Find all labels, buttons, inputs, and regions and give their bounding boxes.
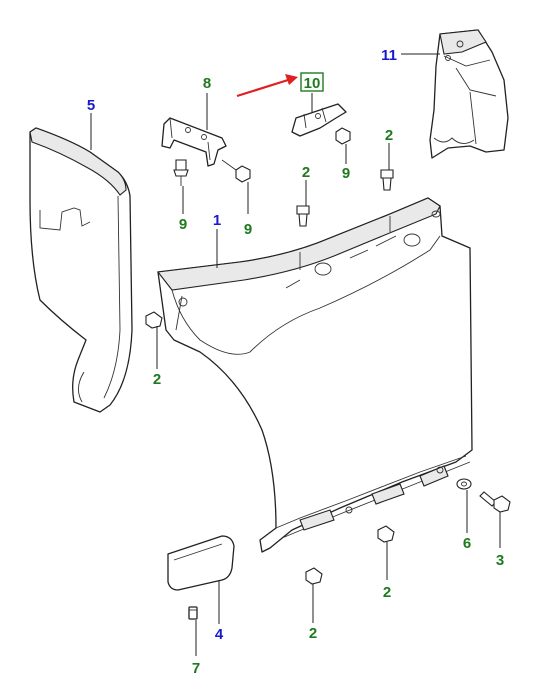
callout-2-lower-right[interactable]: 2 [383,584,391,601]
callout-8[interactable]: 8 [203,75,211,92]
fastener-bolt-2-bottom [305,567,323,585]
part-10-bracket [291,103,347,137]
callout-9-right[interactable]: 9 [342,165,350,182]
callout-2-top[interactable]: 2 [302,164,310,181]
fastener-bolt-2-left [145,311,163,329]
callout-10[interactable]: 10 [304,75,321,92]
fastener-stud-2-top-right [380,169,394,191]
callout-10-highlight-box [300,72,324,92]
part-5-panel [29,127,133,413]
callout-7[interactable]: 7 [192,660,200,677]
callout-11[interactable]: 11 [381,47,397,64]
fastener-bolt-9-right [335,127,351,145]
part-4-flap [167,535,235,591]
callout-5[interactable]: 5 [87,97,95,114]
leader-lines [90,53,501,656]
part-8-bracket [161,117,227,167]
callout-9-left[interactable]: 9 [179,216,187,233]
callout-9-mid[interactable]: 9 [244,221,252,238]
callout-1[interactable]: 1 [213,212,221,229]
part-7-clip [188,606,198,620]
fastener-stud-9-left [173,159,189,186]
part-11-reinforcement [429,29,509,159]
callout-2-top-right[interactable]: 2 [385,127,393,144]
callout-2-bottom[interactable]: 2 [309,625,317,642]
callout-4[interactable]: 4 [215,626,224,643]
fastener-stud-2-top [296,205,310,227]
fastener-bolt-2-lower-right [377,525,395,543]
callout-6[interactable]: 6 [463,535,471,552]
fastener-bolt-9-mid [221,159,251,183]
callout-3[interactable]: 3 [496,552,504,569]
fastener-washer-6 [456,478,472,490]
fastener-bolt-3 [479,491,511,513]
callout-2-left[interactable]: 2 [153,371,161,388]
part-1-side-panel [156,197,473,553]
highlight-arrow [236,74,298,98]
